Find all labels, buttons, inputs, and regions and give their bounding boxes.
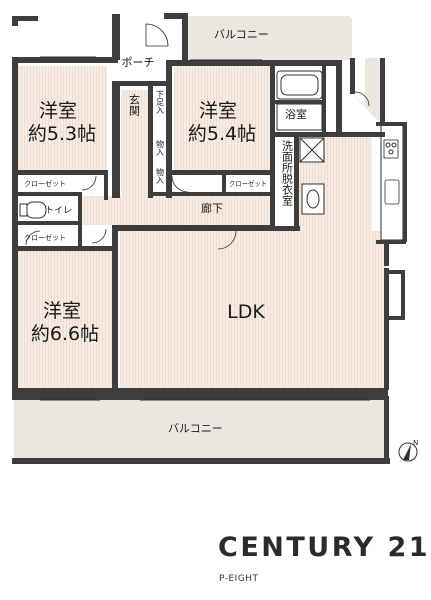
fixtures <box>19 70 404 241</box>
closet-1-label: クローゼット <box>24 179 66 188</box>
floor-hallway <box>82 196 272 225</box>
shoe-storage-label: 下足入 <box>156 90 165 114</box>
storage-1-label: 物入 <box>156 139 165 156</box>
room-labels: 洋室 約5.3帖 洋室 約5.4帖 洋室 約6.6帖 LDK 浴室 廊下 ポーチ… <box>24 28 307 435</box>
floor-western-room-2 <box>174 66 270 171</box>
bath-label: 浴室 <box>285 107 307 121</box>
closet-3-label: クローゼット <box>24 233 66 242</box>
ldk-label: LDK <box>227 301 265 323</box>
doors <box>25 23 370 250</box>
brand-logo: CENTURY 21 <box>218 532 431 563</box>
windows <box>40 56 370 401</box>
floor-western-room-1 <box>17 66 107 170</box>
top-balcony-area <box>188 18 352 60</box>
entrance-label: 玄関 <box>128 93 141 116</box>
toilet-icon <box>25 201 47 219</box>
washroom-label: 洗面所脱衣室 <box>281 140 294 206</box>
sink-icon <box>384 179 400 205</box>
room1-size-label: 約5.3帖 <box>28 123 96 145</box>
room1-type-label: 洋室 <box>39 100 77 122</box>
stove-icon <box>383 139 399 159</box>
room3-type-label: 洋室 <box>43 300 81 322</box>
compass-label: N <box>413 439 418 447</box>
bottom-balcony <box>14 400 387 460</box>
floor-entrance <box>121 90 149 200</box>
room2-type-label: 洋室 <box>199 100 237 122</box>
floor-ldk <box>120 231 386 388</box>
closet-2-label: クローゼット <box>229 179 267 188</box>
compass-north-icon: N <box>398 439 418 462</box>
room3-size-label: 約6.6帖 <box>31 323 99 345</box>
storage-2-label: 物入 <box>156 167 165 184</box>
balcony-top-label: バルコニー <box>214 28 269 41</box>
wash-basin <box>301 183 325 215</box>
porch-label: ポーチ <box>122 56 155 69</box>
hallway-label: 廊下 <box>201 201 223 215</box>
balcony-bottom-label: バルコニー <box>168 422 223 435</box>
office-name: P-EIGHT <box>219 574 259 584</box>
room-floors <box>17 66 386 388</box>
walls <box>12 13 407 464</box>
toilet-label: トイレ <box>45 206 72 216</box>
room2-size-label: 約5.4帖 <box>188 123 256 145</box>
floor-western-room-3 <box>17 250 112 388</box>
